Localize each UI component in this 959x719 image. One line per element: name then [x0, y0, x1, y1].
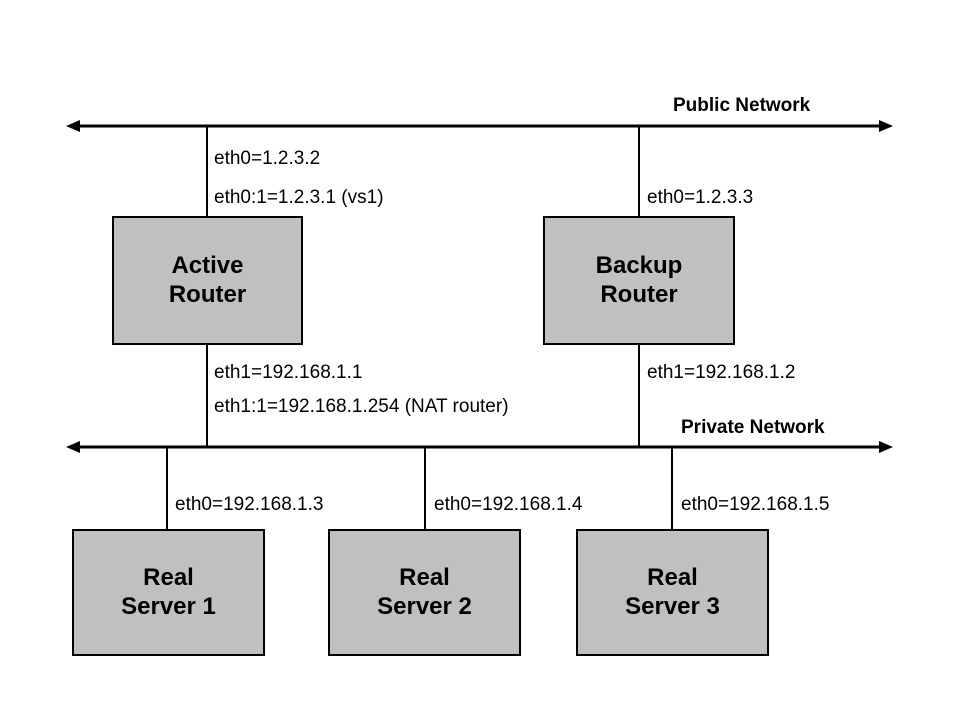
private-network-label: Private Network [681, 417, 825, 438]
iface-active-public-eth0-1: eth0:1=1.2.3.1 (vs1) [214, 187, 384, 208]
iface-active-public-eth0: eth0=1.2.3.2 [214, 148, 321, 169]
node-real-server-2[interactable]: Real Server 2 [328, 529, 521, 656]
node-real-server-1-line1: Real [143, 564, 194, 592]
node-real-server-3[interactable]: Real Server 3 [576, 529, 769, 656]
node-active-router-line2: Router [168, 280, 247, 308]
iface-backup-public-eth0: eth0=1.2.3.3 [647, 187, 754, 208]
iface-real-server-2-eth0: eth0=192.168.1.4 [434, 494, 583, 515]
node-real-server-3-line1: Real [647, 564, 698, 592]
node-backup-router-line2: Router [600, 280, 678, 308]
node-backup-router[interactable]: Backup Router [543, 216, 735, 345]
iface-active-private-eth1: eth1=192.168.1.1 [214, 362, 363, 383]
node-active-router-line1: Active [171, 252, 244, 280]
node-real-server-3-line2: Server 3 [625, 592, 720, 620]
node-real-server-1-line2: Server 1 [121, 592, 216, 620]
node-real-server-2-line1: Real [399, 564, 450, 592]
node-backup-router-line1: Backup [595, 252, 683, 280]
iface-backup-private-eth1: eth1=192.168.1.2 [647, 362, 796, 383]
node-active-router[interactable]: Active Router [112, 216, 303, 345]
iface-real-server-1-eth0: eth0=192.168.1.3 [175, 494, 324, 515]
iface-active-private-eth1-1: eth1:1=192.168.1.254 (NAT router) [214, 396, 509, 417]
public-network-label: Public Network [673, 95, 811, 116]
iface-real-server-3-eth0: eth0=192.168.1.5 [681, 494, 830, 515]
node-real-server-2-line2: Server 2 [377, 592, 472, 620]
node-real-server-1[interactable]: Real Server 1 [72, 529, 265, 656]
